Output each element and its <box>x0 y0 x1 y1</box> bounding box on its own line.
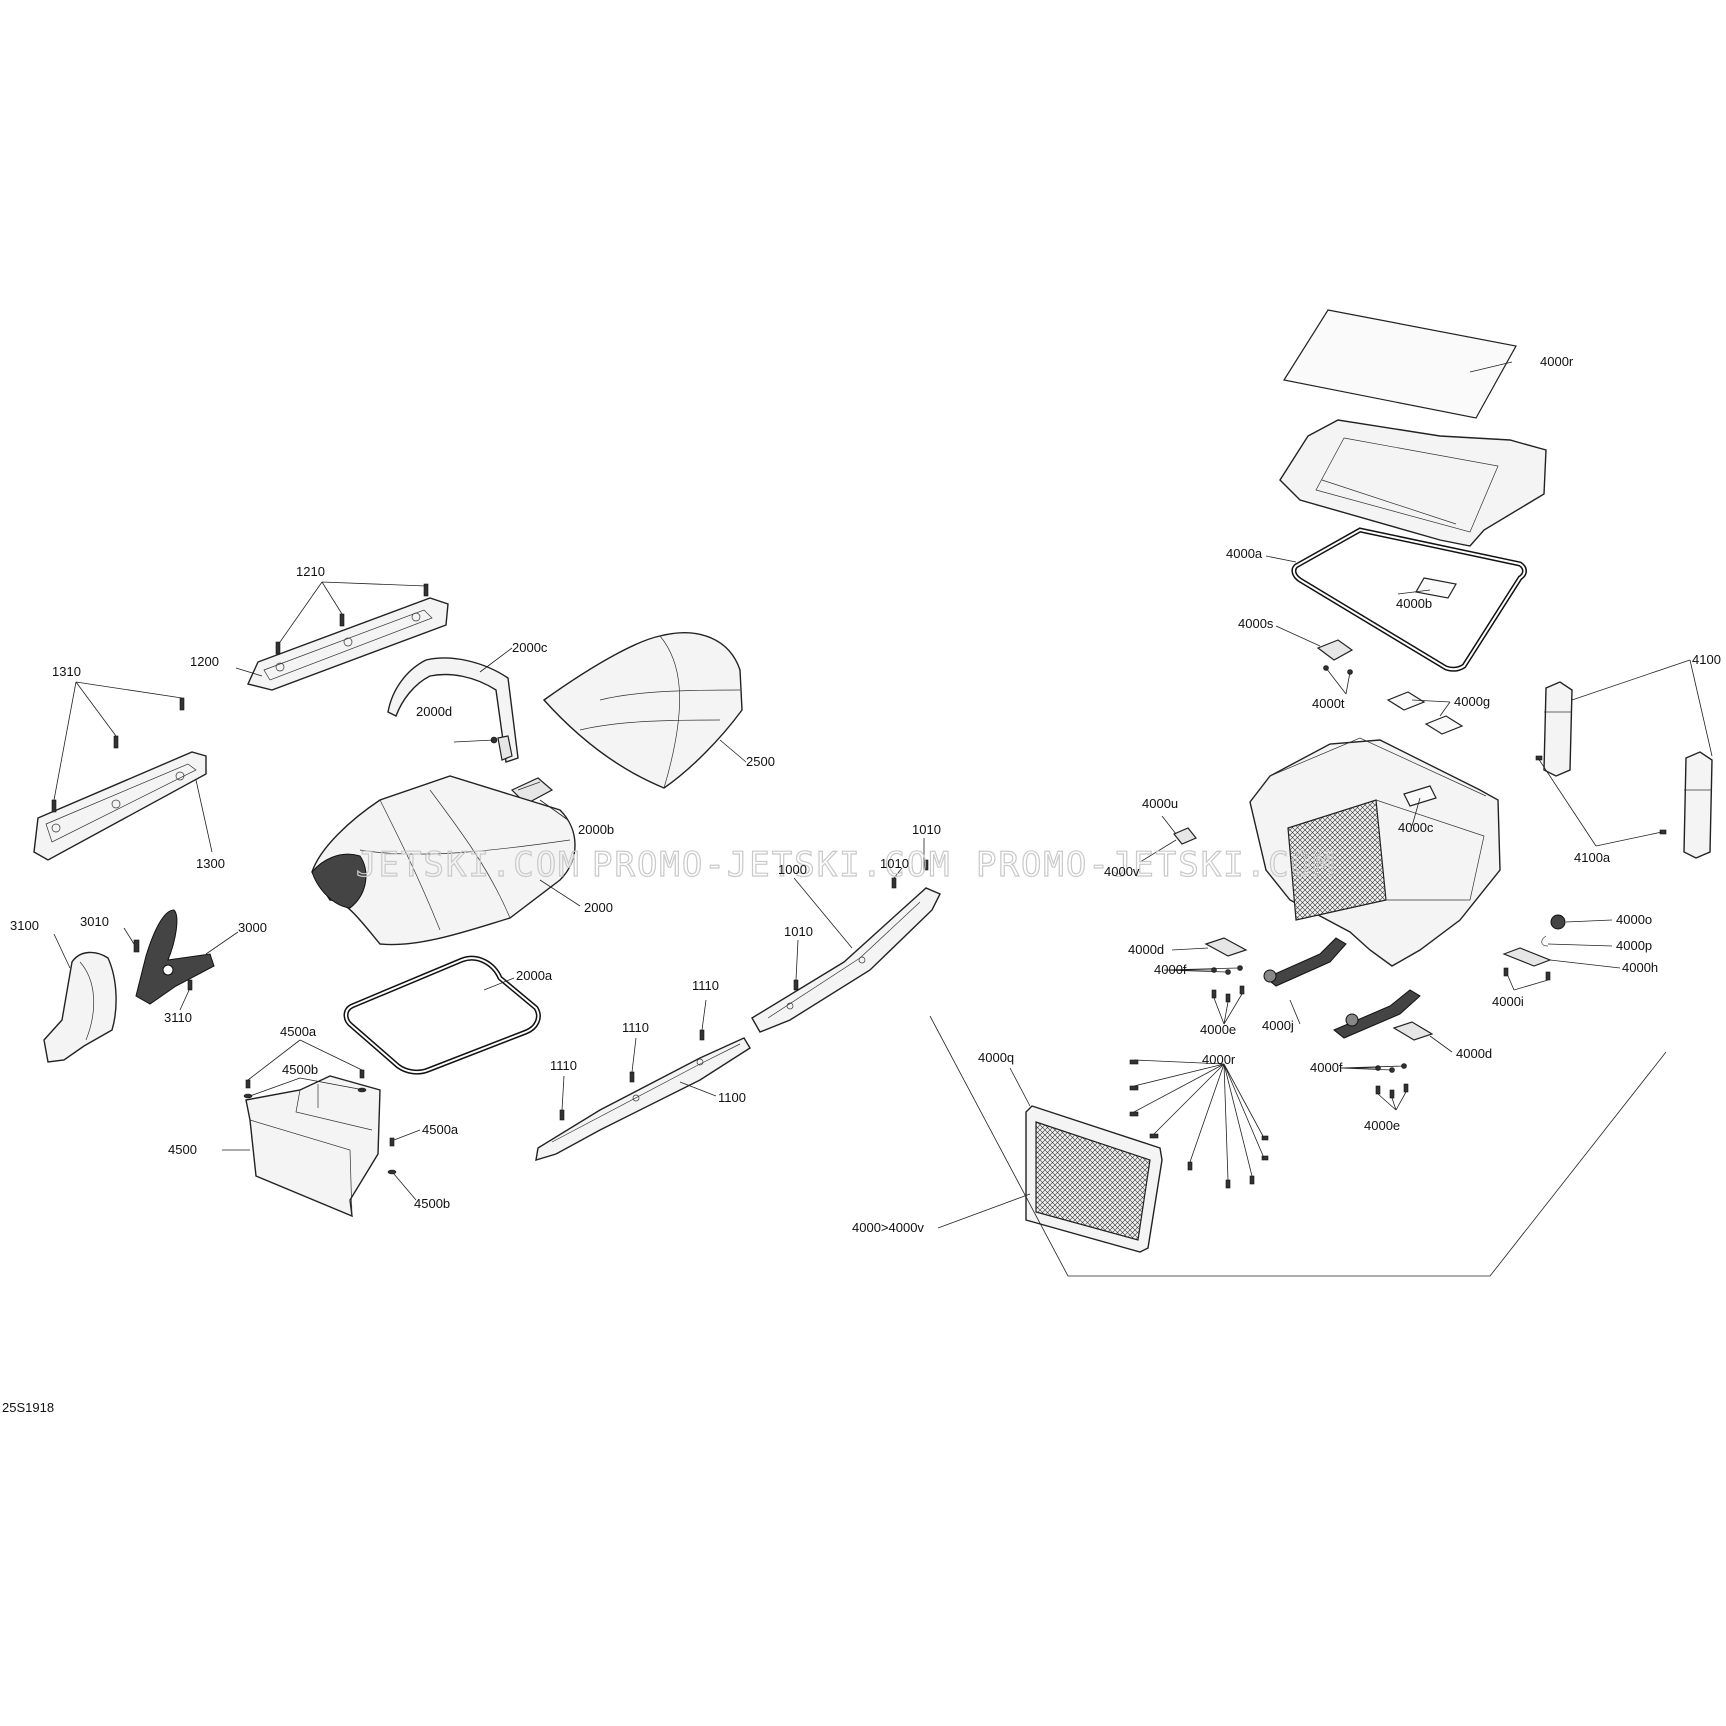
callout-4500b-2: 4500b <box>414 1196 450 1211</box>
callout-4500b-1: 4500b <box>282 1062 318 1077</box>
screw-3110 <box>187 979 193 991</box>
callout-1010-b: 1010 <box>880 856 909 871</box>
callout-1310: 1310 <box>52 664 81 679</box>
side-rail-1100[interactable] <box>535 1037 751 1161</box>
screw-3010 <box>133 939 140 953</box>
bracket-3000[interactable] <box>135 909 215 1005</box>
clip-2000d[interactable] <box>490 735 513 761</box>
callout-4000c: 4000c <box>1398 820 1434 835</box>
callout-4000r-screws: 4000r <box>1202 1052 1236 1067</box>
callout-2000: 2000 <box>584 900 613 915</box>
callout-4000d-1: 4000d <box>1128 942 1164 957</box>
hinge-4000s[interactable] <box>1316 639 1354 661</box>
callout-1010-c: 1010 <box>784 924 813 939</box>
bracket-4000u[interactable] <box>1173 827 1197 845</box>
latch-4000j-upper[interactable] <box>1263 937 1347 987</box>
fastener-4000e-4000f-left <box>1211 965 1245 1003</box>
callout-4100: 4100 <box>1692 652 1721 667</box>
label-4000c <box>1403 785 1437 807</box>
side-rail-1000[interactable] <box>751 887 941 1033</box>
callout-4000d-2: 4000d <box>1456 1046 1492 1061</box>
callout-4100a: 4100a <box>1574 850 1611 865</box>
callout-4000a: 4000a <box>1226 546 1263 561</box>
callout-1110-c: 1110 <box>550 1058 577 1073</box>
label-4000b <box>1415 577 1457 599</box>
label-4000g <box>1386 691 1464 735</box>
callout-4500a-1: 4500a <box>280 1024 317 1039</box>
screw-4000i-group <box>1503 967 1551 981</box>
lid-gasket-4000a[interactable] <box>1291 527 1527 672</box>
callout-4000g: 4000g <box>1454 694 1490 709</box>
mesh-panel-4000q[interactable] <box>1025 1105 1163 1253</box>
cooler-lid[interactable] <box>1279 419 1547 547</box>
callout-1110-a: 1110 <box>692 978 719 993</box>
hinge-plate-4000d-left[interactable] <box>1204 937 1248 957</box>
callout-4000i: 4000i <box>1492 994 1524 1009</box>
leader-lines <box>53 361 1713 1229</box>
callout-1110-b: 1110 <box>622 1020 649 1035</box>
callout-3000: 3000 <box>238 920 267 935</box>
lid-sheet-4000r[interactable] <box>1283 309 1517 419</box>
callout-3100: 3100 <box>10 918 39 933</box>
callout-4000t: 4000t <box>1312 696 1345 711</box>
callout-2000c: 2000c <box>512 640 548 655</box>
watermark-1: JETSKI.COM <box>356 845 581 885</box>
callout-2000a: 2000a <box>516 968 553 983</box>
callout-4000s: 4000s <box>1238 616 1274 631</box>
callout-4500: 4500 <box>168 1142 197 1157</box>
callout-4000-range: 4000>4000v <box>852 1220 924 1235</box>
callout-2500: 2500 <box>746 754 775 769</box>
seat-cushion-2500[interactable] <box>542 632 743 789</box>
callout-2000b: 2000b <box>578 822 614 837</box>
rod-holder-4100-right[interactable] <box>1683 751 1713 859</box>
latch-4000j-lower[interactable] <box>1333 989 1421 1039</box>
callout-4000f-2: 4000f <box>1310 1060 1343 1075</box>
callout-4000r-top: 4000r <box>1540 354 1574 369</box>
group-bracket-lines <box>929 1015 1667 1277</box>
callout-1300: 1300 <box>196 856 225 871</box>
backrest-frame-2000c[interactable] <box>387 657 519 763</box>
callout-1100: 1100 <box>718 1090 746 1105</box>
callout-3110: 3110 <box>164 1010 192 1025</box>
storage-bin-4500[interactable] <box>245 1075 381 1218</box>
callout-3010: 3010 <box>80 914 109 929</box>
hinge-4000h[interactable] <box>1502 947 1552 967</box>
callout-4000h: 4000h <box>1622 960 1658 975</box>
clip-4000p[interactable] <box>1541 935 1549 947</box>
callout-4000p: 4000p <box>1616 938 1652 953</box>
callout-1000: 1000 <box>778 862 807 877</box>
callout-4000f-1: 4000f <box>1154 962 1187 977</box>
callout-4000e-2: 4000e <box>1364 1118 1400 1133</box>
seat-base-2000[interactable] <box>311 775 576 946</box>
cover-3100[interactable] <box>43 951 117 1063</box>
watermark-group: JETSKI.COM PROMO-JETSKI.COM PROMO-JETSKI… <box>355 844 1336 885</box>
callout-1210: 1210 <box>296 564 325 579</box>
grab-handle-1200[interactable] <box>247 597 449 691</box>
callout-4000o: 4000o <box>1616 912 1652 927</box>
fastener-4000e-4000f-right <box>1375 1063 1409 1099</box>
knob-4000o[interactable] <box>1550 914 1566 930</box>
rod-holder-4100-left[interactable] <box>1543 681 1573 777</box>
cooler-body[interactable] <box>1249 737 1501 967</box>
grab-handle-1300[interactable] <box>33 751 207 861</box>
seal-gasket-2000a[interactable] <box>343 955 541 1075</box>
callout-4000e-1: 4000e <box>1200 1022 1236 1037</box>
callout-1200: 1200 <box>190 654 219 669</box>
callout-labels: 1210 1200 1310 1300 2000c 2000d 2000b 25… <box>2 354 1721 1415</box>
diagram-id: 25S1918 <box>2 1400 54 1415</box>
watermark-2: PROMO-JETSKI.COM <box>592 845 952 885</box>
watermark-3: PROMO-JETSKI.COM <box>976 845 1336 885</box>
callout-4000u: 4000u <box>1142 796 1178 811</box>
callout-4000q: 4000q <box>978 1050 1014 1065</box>
hinge-plate-4000d-right[interactable] <box>1392 1021 1434 1041</box>
callout-2000d: 2000d <box>416 704 452 719</box>
callout-4500a-2: 4500a <box>422 1122 459 1137</box>
callout-1010-a: 1010 <box>912 822 941 837</box>
callout-4000v: 4000v <box>1104 864 1140 879</box>
callout-4000j: 4000j <box>1262 1018 1294 1033</box>
callout-4000b: 4000b <box>1396 596 1432 611</box>
